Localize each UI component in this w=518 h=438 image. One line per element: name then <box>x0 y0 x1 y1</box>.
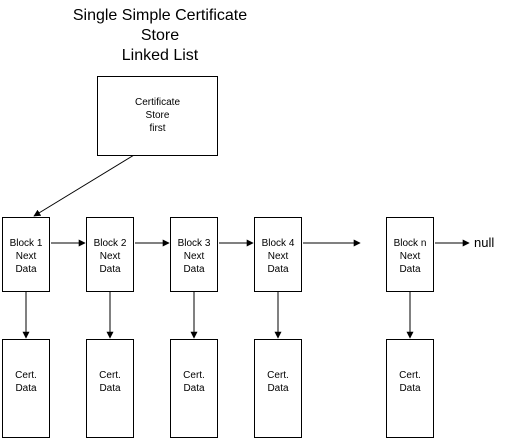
store-label: Store <box>145 110 170 121</box>
block-name: Block 1 <box>9 238 43 249</box>
cert-label: Cert. <box>15 370 37 381</box>
cert-data-label: Data <box>267 383 289 394</box>
cert-data-box-3: Cert. Data <box>170 339 218 438</box>
cert-data-box-n: Cert. Data <box>386 339 434 438</box>
cert-label: Cert. <box>99 370 121 381</box>
block-data-field: Data <box>399 264 421 275</box>
certificate-store-box: Certificate Store first <box>97 76 218 156</box>
cert-label: Cert. <box>183 370 205 381</box>
cert-data-label: Data <box>183 383 205 394</box>
cert-data-box-1: Cert. Data <box>2 339 50 438</box>
block-next-field: Next <box>399 251 421 262</box>
block-next-field: Next <box>183 251 205 262</box>
block-data-field: Data <box>15 264 37 275</box>
block-3: Block 3 Next Data <box>170 217 218 292</box>
block-name: Block 4 <box>261 238 295 249</box>
title-line-2: Store <box>140 27 180 44</box>
cert-data-box-4: Cert. Data <box>254 339 302 438</box>
block-data-field: Data <box>99 264 121 275</box>
block-next-field: Next <box>267 251 289 262</box>
cert-data-label: Data <box>15 383 37 394</box>
block-data-field: Data <box>267 264 289 275</box>
null-terminator-label: null <box>474 235 495 250</box>
cert-data-label: Data <box>99 383 121 394</box>
block-4: Block 4 Next Data <box>254 217 302 292</box>
store-label: Certificate <box>134 97 180 108</box>
block-1: Block 1 Next Data <box>2 217 50 292</box>
cert-data-box-2: Cert. Data <box>86 339 134 438</box>
cert-label: Cert. <box>399 370 421 381</box>
block-n: Block n Next Data <box>386 217 434 292</box>
block-2: Block 2 Next Data <box>86 217 134 292</box>
block-next-field: Next <box>99 251 121 262</box>
diagram-title: Single Simple Certificate Store Linked L… <box>44 6 276 66</box>
cert-data-label: Data <box>399 383 421 394</box>
block-next-field: Next <box>15 251 37 262</box>
block-name: Block 2 <box>93 238 127 249</box>
store-first-label: first <box>149 123 166 134</box>
block-data-field: Data <box>183 264 205 275</box>
cert-label: Cert. <box>267 370 289 381</box>
block-name: Block n <box>393 238 427 249</box>
title-line-1: Single Simple Certificate <box>72 7 248 24</box>
block-name: Block 3 <box>177 238 211 249</box>
title-line-3: Linked List <box>121 47 199 64</box>
